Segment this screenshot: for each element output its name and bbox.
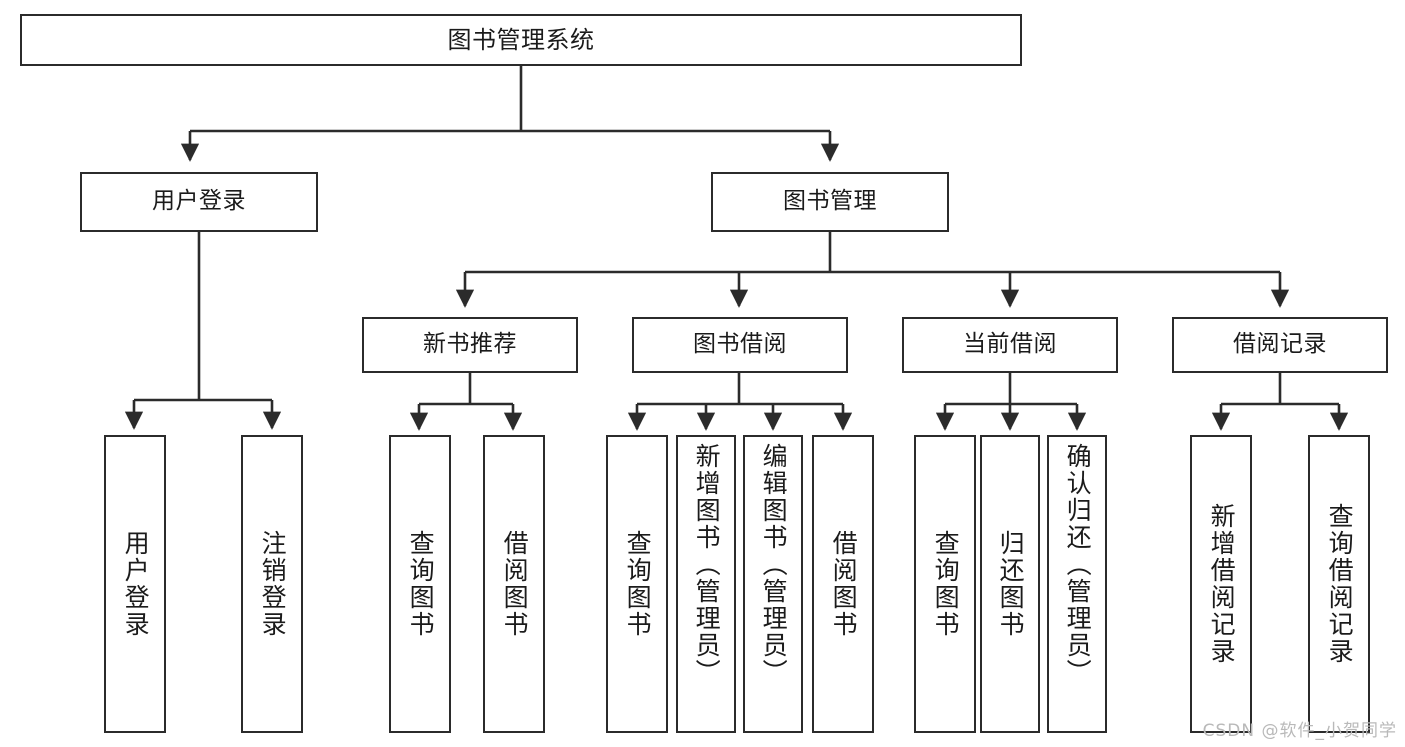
leaf-query-book-recommend[interactable]: 查询图书	[389, 435, 451, 733]
leaf-borrow-book-recommend[interactable]: 借阅图书	[483, 435, 545, 733]
node-label: 新增借阅记录	[1207, 503, 1237, 665]
node-label: 注销登录	[258, 530, 288, 638]
node-label: 用户登录	[152, 188, 246, 215]
leaf-edit-book-admin[interactable]: 编辑图书（管理员）	[743, 435, 803, 733]
node-label: 图书管理	[783, 188, 877, 215]
leaf-logout[interactable]: 注销登录	[241, 435, 303, 733]
node-book-management[interactable]: 图书管理	[711, 172, 949, 232]
node-label: 借阅图书	[500, 530, 530, 638]
node-label: 归还图书	[996, 530, 1026, 638]
leaf-query-book-borrow[interactable]: 查询图书	[606, 435, 668, 733]
node-label: 查询图书	[406, 530, 436, 638]
node-label: 确认归还（管理员）	[1063, 443, 1093, 686]
leaf-return-book[interactable]: 归还图书	[980, 435, 1040, 733]
leaf-query-book-current[interactable]: 查询图书	[914, 435, 976, 733]
leaf-confirm-return-admin[interactable]: 确认归还（管理员）	[1047, 435, 1107, 733]
node-new-book-recommend[interactable]: 新书推荐	[362, 317, 578, 373]
node-label: 借阅图书	[829, 530, 859, 638]
leaf-user-login[interactable]: 用户登录	[104, 435, 166, 733]
node-book-borrow[interactable]: 图书借阅	[632, 317, 848, 373]
leaf-add-borrow-record[interactable]: 新增借阅记录	[1190, 435, 1252, 733]
watermark-text: CSDN @软件_小贺同学	[1202, 721, 1397, 741]
node-label: 查询借阅记录	[1325, 503, 1355, 665]
node-label: 新增图书（管理员）	[692, 443, 722, 686]
node-label: 当前借阅	[963, 331, 1057, 358]
node-label: 用户登录	[121, 530, 151, 638]
leaf-query-borrow-record[interactable]: 查询借阅记录	[1308, 435, 1370, 733]
node-label: 查询图书	[623, 530, 653, 638]
node-label: 图书管理系统	[447, 25, 595, 54]
leaf-borrow-book[interactable]: 借阅图书	[812, 435, 874, 733]
leaf-add-book-admin[interactable]: 新增图书（管理员）	[676, 435, 736, 733]
node-label: 查询图书	[931, 530, 961, 638]
node-borrow-record[interactable]: 借阅记录	[1172, 317, 1388, 373]
node-current-borrow[interactable]: 当前借阅	[902, 317, 1118, 373]
node-label: 图书借阅	[693, 331, 787, 358]
node-label: 编辑图书（管理员）	[759, 443, 789, 686]
node-label: 借阅记录	[1233, 331, 1327, 358]
node-root-system[interactable]: 图书管理系统	[20, 14, 1022, 66]
node-label: 新书推荐	[423, 331, 517, 358]
node-user-login[interactable]: 用户登录	[80, 172, 318, 232]
